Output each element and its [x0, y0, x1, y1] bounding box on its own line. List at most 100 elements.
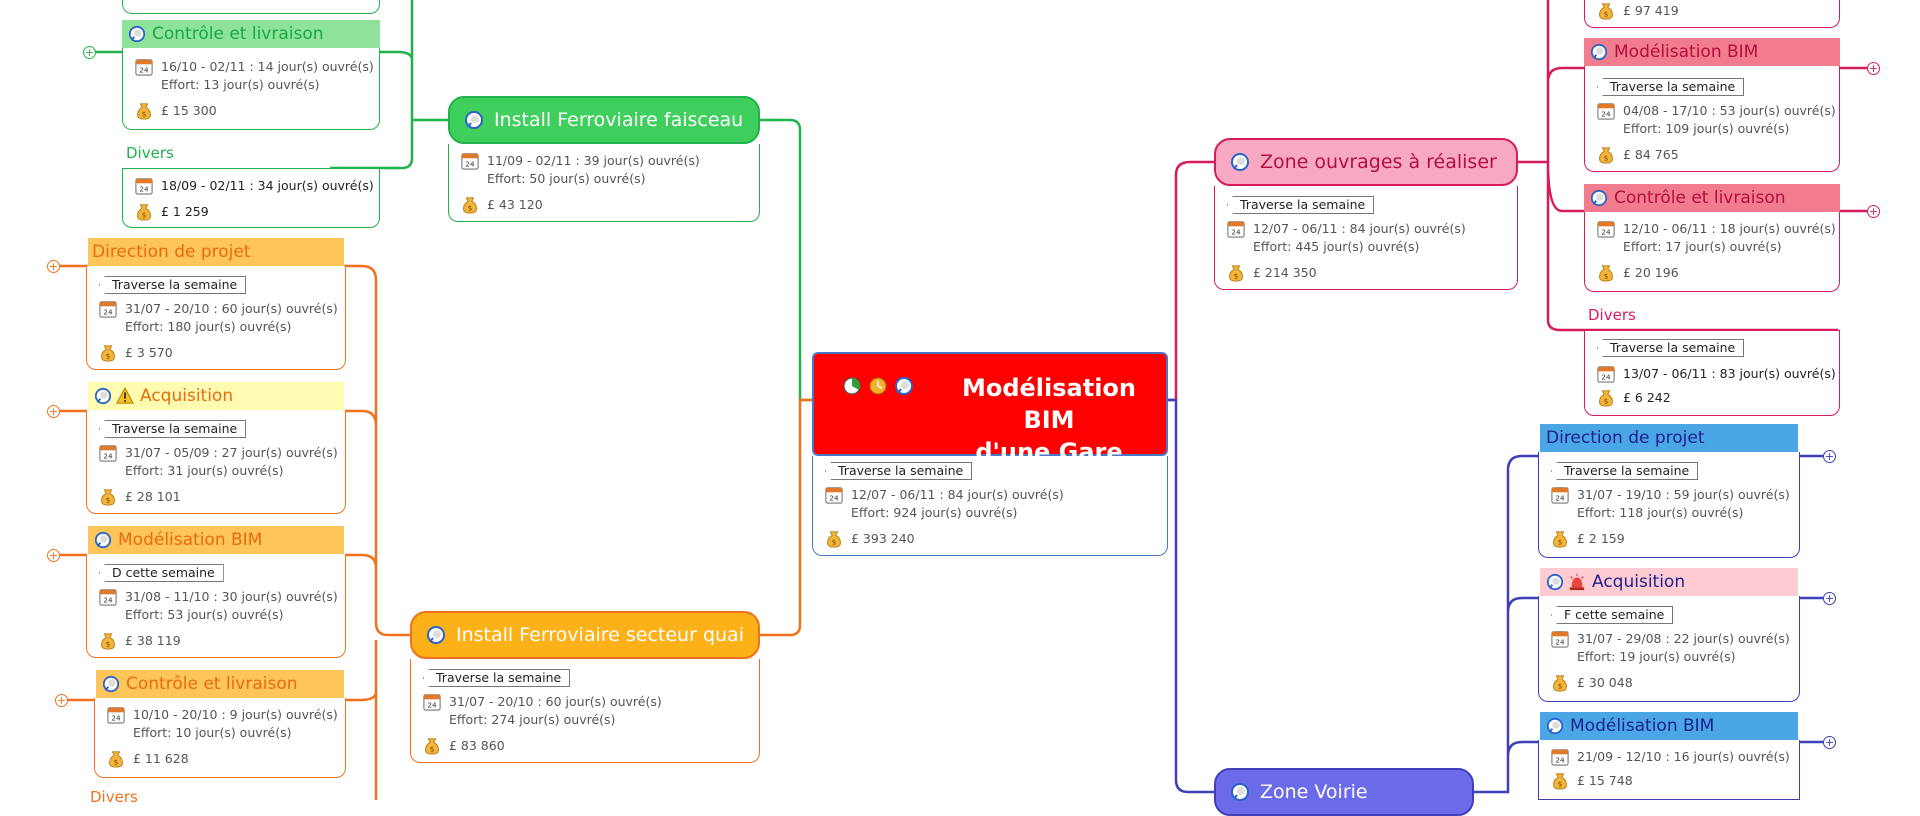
- quai-modelisation-details: D cette semaine 31/08 - 11/10 : 30 jour(…: [86, 554, 346, 658]
- ouvrages-top-continuation: £ 97 419: [1584, 0, 1840, 28]
- cost: £ 393 240: [851, 531, 915, 546]
- ouvrages-details: Traverse la semaine 12/07 - 06/11 : 84 j…: [1214, 186, 1518, 290]
- central-details: Traverse la semaine 12/07 - 06/11 : 84 j…: [812, 456, 1168, 556]
- comment-icon: [94, 387, 112, 405]
- faisceau-details: 11/09 - 02/11 : 39 jour(s) ouvré(s)Effor…: [448, 144, 760, 222]
- calendar-icon: [99, 588, 117, 606]
- calendar-icon: [99, 444, 117, 462]
- status-tag[interactable]: Traverse la semaine: [1597, 339, 1745, 357]
- connector-ouvrages: [1168, 160, 1214, 402]
- calendar-icon: [1597, 365, 1615, 383]
- status-tag[interactable]: Traverse la semaine: [99, 420, 247, 438]
- ouvrages-divers-details: Traverse la semaine 13/07 - 06/11 : 83 j…: [1584, 330, 1840, 416]
- expand-icon[interactable]: +: [1823, 450, 1836, 463]
- comment-icon: [1590, 189, 1608, 207]
- connector-voirie-sub: [1474, 454, 1828, 794]
- status-tag[interactable]: Traverse la semaine: [1551, 462, 1699, 480]
- calendar-icon: [1551, 748, 1569, 766]
- comment-icon: [128, 25, 146, 43]
- topic-faisceau[interactable]: Install Ferroviaire faisceau: [448, 96, 760, 144]
- comment-icon: [1546, 573, 1564, 591]
- expand-icon[interactable]: +: [1823, 736, 1836, 749]
- topic-quai[interactable]: Install Ferroviaire secteur quai: [410, 611, 760, 659]
- voirie-modelisation-details: 21/09 - 12/10 : 16 jour(s) ouvré(s) £ 15…: [1538, 740, 1800, 800]
- status-tag[interactable]: Traverse la semaine: [99, 276, 247, 294]
- status-tag[interactable]: Traverse la semaine: [423, 669, 571, 687]
- calendar-icon: [1597, 220, 1615, 238]
- money-bag-icon: [99, 632, 117, 650]
- status-tag[interactable]: D cette semaine: [99, 564, 224, 582]
- expand-icon[interactable]: +: [83, 46, 96, 59]
- money-bag-icon: [461, 196, 479, 214]
- expand-icon[interactable]: +: [55, 694, 68, 707]
- voirie-acquisition-header[interactable]: Acquisition: [1540, 568, 1798, 596]
- money-bag-icon: [1551, 772, 1569, 790]
- central-title-line1: Modélisation BIM: [961, 374, 1137, 434]
- calendar-icon: [107, 706, 125, 724]
- comment-icon: [426, 625, 446, 645]
- connector-quai: [760, 398, 812, 637]
- status-tag[interactable]: Traverse la semaine: [1597, 78, 1745, 96]
- calendar-icon: [135, 58, 153, 76]
- calendar-icon: [99, 300, 117, 318]
- money-bag-icon: [107, 750, 125, 768]
- comment-icon: [102, 675, 120, 693]
- voirie-direction-details: Traverse la semaine 31/07 - 19/10 : 59 j…: [1538, 452, 1800, 558]
- expand-icon[interactable]: +: [47, 260, 60, 273]
- connector-faisceau: [760, 118, 812, 402]
- status-tag[interactable]: Traverse la semaine: [825, 462, 973, 480]
- connector-voirie: [1168, 398, 1214, 794]
- expand-icon[interactable]: +: [1867, 205, 1880, 218]
- money-bag-icon: [825, 530, 843, 548]
- clock-icon: [868, 376, 888, 396]
- topic-voirie[interactable]: Zone Voirie: [1214, 768, 1474, 816]
- ouvrages-controle-header[interactable]: Contrôle et livraison: [1584, 184, 1840, 212]
- calendar-icon: [1551, 630, 1569, 648]
- ouvrages-divers-title[interactable]: Divers: [1588, 306, 1636, 324]
- central-topic[interactable]: Modélisation BIM d'une Gare: [812, 352, 1168, 466]
- effort: Effort: 924 jour(s) ouvré(s): [851, 505, 1018, 520]
- status-tag[interactable]: F cette semaine: [1551, 606, 1674, 624]
- comment-icon: [1546, 717, 1564, 735]
- comment-icon: [1230, 152, 1250, 172]
- faisceau-controle-details: 16/10 - 02/11 : 14 jour(s) ouvré(s)Effor…: [122, 48, 380, 130]
- faisceau-divers-title[interactable]: Divers: [126, 144, 174, 162]
- faisceau-controle-header[interactable]: Contrôle et livraison: [122, 20, 380, 48]
- dates: 12/07 - 06/11 : 84 jour(s) ouvré(s): [851, 487, 1064, 502]
- expand-icon[interactable]: +: [47, 549, 60, 562]
- money-bag-icon: [99, 488, 117, 506]
- money-bag-icon: [1227, 264, 1245, 282]
- status-tag[interactable]: Traverse la semaine: [1227, 196, 1375, 214]
- expand-icon[interactable]: +: [1823, 592, 1836, 605]
- quai-direction-details: Traverse la semaine 31/07 - 20/10 : 60 j…: [86, 266, 346, 370]
- expand-icon[interactable]: +: [47, 405, 60, 418]
- quai-controle-header[interactable]: Contrôle et livraison: [96, 670, 344, 698]
- calendar-icon: [825, 486, 843, 504]
- quai-details: Traverse la semaine 31/07 - 20/10 : 60 j…: [410, 659, 760, 763]
- topic-ouvrages[interactable]: Zone ouvrages à réaliser: [1214, 138, 1518, 186]
- voirie-modelisation-header[interactable]: Modélisation BIM: [1540, 712, 1798, 740]
- connector-quai-sub: [50, 264, 410, 800]
- quai-modelisation-header[interactable]: Modélisation BIM: [88, 526, 344, 554]
- ouvrages-modelisation-header[interactable]: Modélisation BIM: [1584, 38, 1840, 66]
- voirie-acquisition-details: F cette semaine 31/07 - 29/08 : 22 jour(…: [1538, 596, 1800, 702]
- calendar-icon: [1227, 220, 1245, 238]
- quai-controle-details: 10/10 - 20/10 : 9 jour(s) ouvré(s)Effort…: [94, 698, 346, 778]
- quai-divers-title[interactable]: Divers: [90, 788, 138, 806]
- money-bag-icon: [1551, 674, 1569, 692]
- money-bag-icon: [423, 737, 441, 755]
- money-bag-icon: [1597, 2, 1615, 20]
- quai-acquisition-header[interactable]: Acquisition: [88, 382, 344, 410]
- quai-direction-header[interactable]: Direction de projet: [88, 238, 344, 266]
- comment-icon: [1590, 43, 1608, 61]
- comment-icon: [464, 110, 484, 130]
- expand-icon[interactable]: +: [1867, 62, 1880, 75]
- voirie-direction-header[interactable]: Direction de projet: [1540, 424, 1798, 452]
- money-bag-icon: [1597, 146, 1615, 164]
- quai-acquisition-details: Traverse la semaine 31/07 - 05/09 : 27 j…: [86, 410, 346, 514]
- money-bag-icon: [135, 203, 153, 221]
- connector-ouvrages-sub: [1518, 0, 1872, 332]
- money-bag-icon: [1597, 389, 1615, 407]
- comment-icon: [1230, 782, 1250, 802]
